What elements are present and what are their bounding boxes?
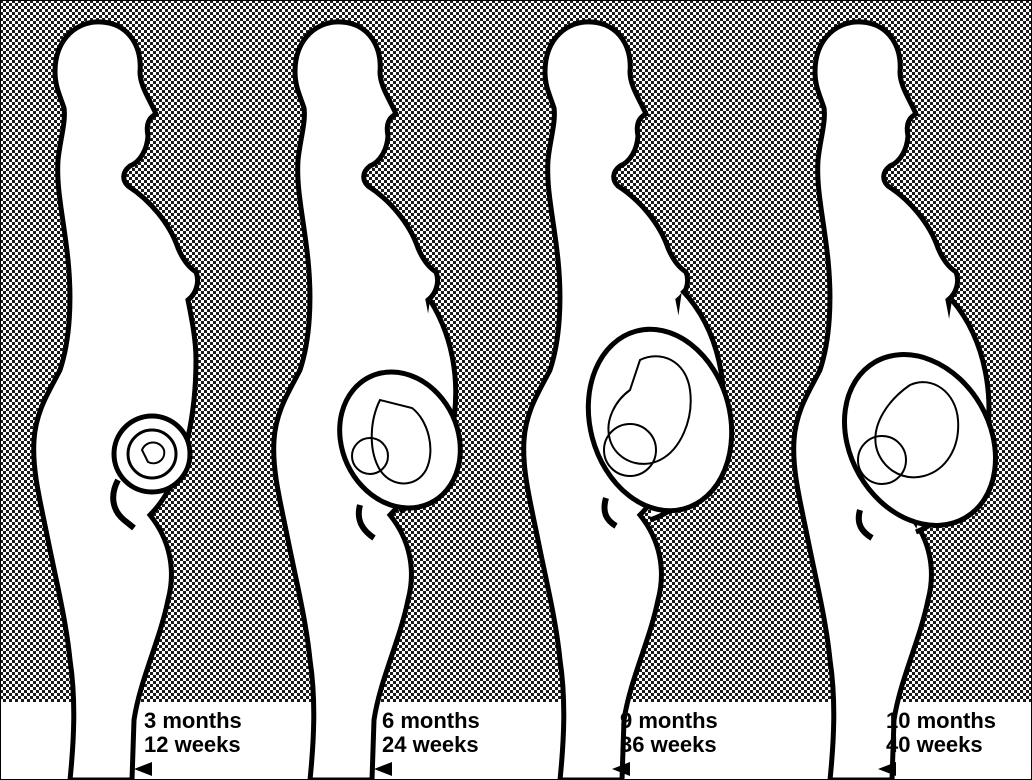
stage-4-months: 10 months bbox=[886, 708, 996, 733]
stage-3-months: 9 months bbox=[620, 708, 718, 733]
stage-2-weeks: 24 weeks bbox=[382, 732, 479, 757]
stage-2-months: 6 months bbox=[382, 708, 480, 733]
stage-3-weeks: 36 weeks bbox=[620, 732, 717, 757]
stage-1-months: 3 months bbox=[144, 708, 242, 733]
stage-1-weeks: 12 weeks bbox=[144, 732, 241, 757]
stage-4-weeks: 40 weeks bbox=[886, 732, 983, 757]
